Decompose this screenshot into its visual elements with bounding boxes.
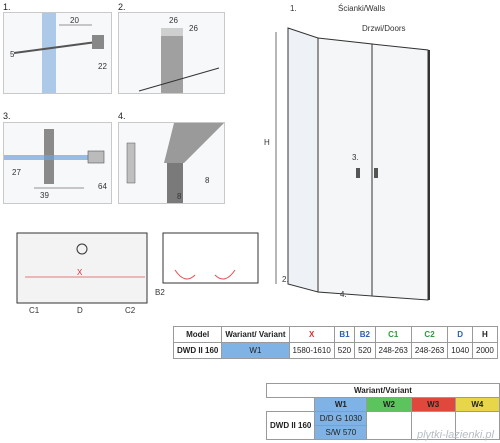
variant-w3: W3: [410, 397, 456, 412]
p3-dim-39: 39: [40, 191, 49, 200]
plan-c2-label: C2: [125, 306, 136, 315]
spec-cell: 520: [333, 342, 356, 359]
variant-row: S/W 570: [267, 425, 500, 440]
p1-dim-20: 20: [70, 16, 79, 25]
detail-panel-2: 26 26: [118, 12, 225, 94]
detail-4-drawing: 8 8: [126, 123, 224, 203]
spec-header: D: [447, 326, 474, 343]
p3-dim-27: 27: [12, 168, 21, 177]
spec-header: Wariant/ Variant: [221, 326, 290, 343]
spec-cell: 248-263: [374, 342, 412, 359]
detail-3-drawing: 27 39 64: [4, 129, 107, 200]
p3-dim-64: 64: [98, 182, 107, 191]
height-label: H: [264, 138, 270, 147]
variant-table: Wariant/Variant W1 W2 W3 W4 DWD II 160 D…: [265, 383, 500, 440]
variant-row: DWD II 160 D/D G 1030: [265, 411, 500, 440]
panel-3-label: 3.: [3, 111, 11, 121]
spec-table: Model Wariant/ Variant X B1 B2 C1 C2 D H…: [172, 326, 498, 359]
callout-3: 3.: [352, 153, 359, 162]
spec-cell: 248-263: [410, 342, 449, 359]
spec-header: C1: [374, 326, 412, 343]
plan-view-drawing: X C1 D C2 B2: [16, 232, 259, 315]
variant-w2: W2: [366, 397, 412, 412]
p1-dim-5: 5: [10, 50, 15, 59]
spec-cell: 1580-1610: [288, 342, 335, 359]
spec-header: H: [472, 326, 498, 343]
p1-dim-22: 22: [98, 62, 107, 71]
panel-1-label: 1.: [3, 2, 11, 12]
p2-dim-26b: 26: [189, 24, 198, 33]
detail-panel-1: 20 5 22: [3, 12, 112, 94]
spec-header: B2: [354, 326, 376, 343]
shower-elevation-drawing: H Ścianki/Walls Drzwi/Doors 1. 2. 3. 4.: [264, 4, 430, 301]
variant-row-label: S/W 570: [314, 425, 368, 440]
spec-cell: 2000: [472, 342, 498, 359]
plan-c1-label: C1: [29, 306, 40, 315]
watermark: plytki-lazienki.pl: [416, 429, 494, 441]
plan-x-label: X: [77, 268, 83, 277]
variant-header-row: W1 W2 W3 W4: [267, 397, 500, 412]
variant-row-label: D/D G 1030: [314, 411, 368, 426]
spec-cell: 520: [354, 342, 376, 359]
panel-2-label: 2.: [118, 2, 126, 12]
p4-dim-8a: 8: [205, 176, 210, 185]
callout-1: 1.: [290, 4, 297, 13]
variant-w1: W1: [314, 397, 368, 412]
spec-cell: DWD II 160: [172, 342, 223, 359]
spec-header: B1: [333, 326, 356, 343]
panel-4-label: 4.: [118, 111, 126, 121]
variant-model: DWD II 160: [265, 411, 316, 440]
spec-header: Model: [172, 326, 223, 343]
p2-dim-26a: 26: [169, 16, 178, 25]
detail-1-drawing: 20 5 22: [10, 13, 107, 93]
detail-panel-4: 8 8: [118, 122, 225, 204]
plan-b2-label: B2: [155, 288, 165, 297]
callout-2: 2.: [282, 275, 289, 284]
spec-cell: 1040: [447, 342, 474, 359]
doors-label: Drzwi/Doors: [362, 24, 406, 33]
p4-dim-8b: 8: [177, 192, 182, 201]
spec-cell: W1: [221, 342, 290, 359]
spec-header-row: Model Wariant/ Variant X B1 B2 C1 C2 D H: [172, 326, 498, 343]
spec-header: C2: [410, 326, 449, 343]
callout-4: 4.: [340, 290, 347, 299]
variant-title-row: Wariant/Variant: [266, 383, 500, 398]
spec-header: X: [288, 326, 335, 343]
variant-title: Wariant/Variant: [266, 383, 500, 398]
walls-label: Ścianki/Walls: [338, 4, 385, 13]
detail-panel-3: 27 39 64: [3, 122, 112, 204]
plan-d-label: D: [77, 306, 83, 315]
spec-row: DWD II 160 W1 1580-1610 520 520 248-263 …: [172, 342, 498, 359]
variant-w4: W4: [454, 397, 500, 412]
detail-2-drawing: 26 26: [138, 16, 220, 93]
